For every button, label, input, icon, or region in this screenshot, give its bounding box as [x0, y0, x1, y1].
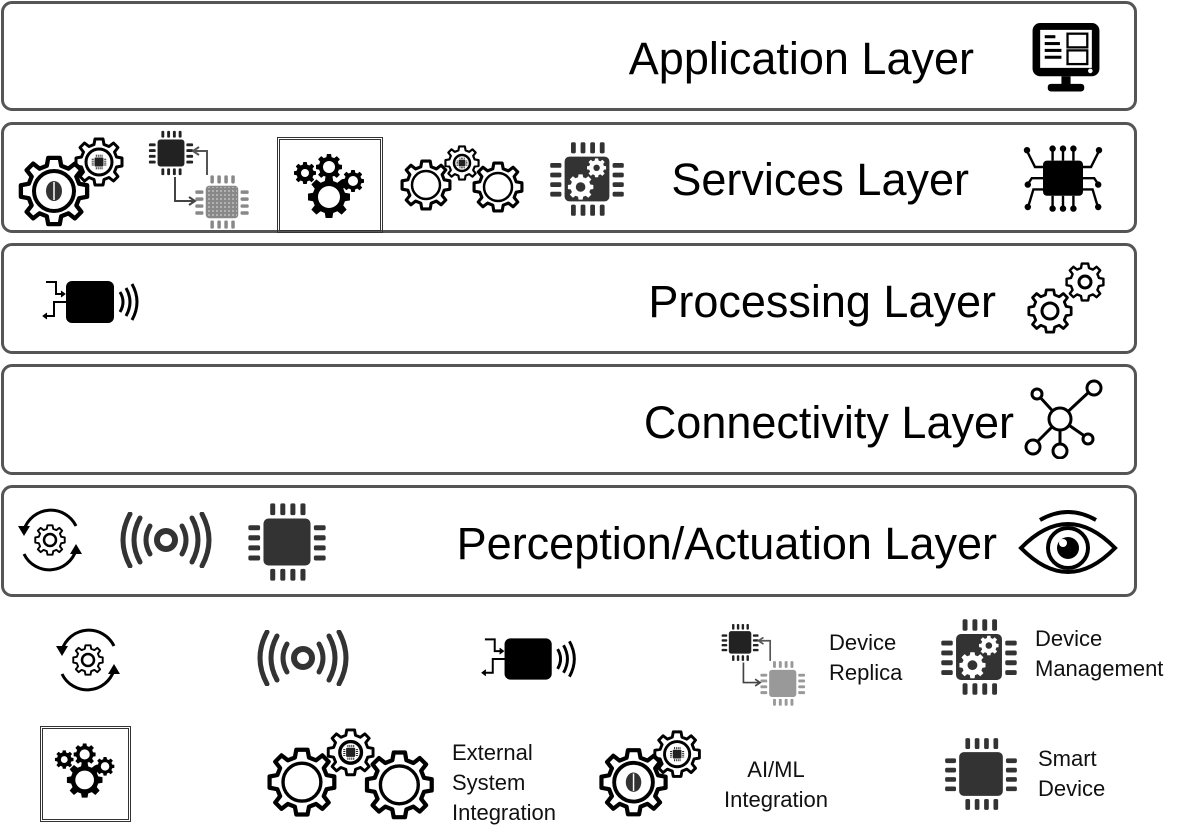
legend-label-line: Device [1038, 776, 1106, 801]
ai-ml-integration-icon [16, 135, 126, 230]
legend-label-device-management: Device Management [1035, 624, 1163, 684]
legend-label-device-replica: Device Replica [829, 628, 902, 688]
device-replica-icon [147, 129, 257, 231]
legend-ai-ml-integration-icon [594, 728, 706, 820]
io-wireless-module-icon [40, 280, 156, 324]
legend-label-line: Smart [1038, 746, 1097, 771]
network-hub-icon [1024, 379, 1106, 459]
legend-label-ai-ml-integration: AI/ML Integration [714, 755, 838, 815]
legend-device-replica-icon [720, 622, 812, 708]
legend-external-system-integration-icon [264, 728, 440, 820]
application-layer: Application Layer [1, 1, 1137, 111]
legend-label-line: Integration [724, 787, 828, 812]
sensor-signal-icon [118, 512, 214, 568]
framed-gears-icon [277, 137, 383, 233]
legend-label-line: Device [1035, 626, 1103, 651]
smart-device-chip-icon [244, 500, 330, 584]
legend-framed-gears-icon [40, 726, 131, 822]
legend-label-external-system-integration: External System Integration [452, 738, 556, 828]
services-layer-title: Services Layer [671, 154, 969, 205]
legend-io-wireless-module-icon [479, 637, 593, 681]
legend-gear-cycle-icon [42, 620, 134, 700]
processing-layer: Processing Layer [1, 243, 1137, 354]
legend-label-line: System [452, 770, 526, 795]
connectivity-layer-title: Connectivity Layer [643, 397, 1014, 448]
legend-device-management-icon [938, 616, 1020, 698]
gears-outline-icon [1025, 260, 1107, 338]
device-management-icon [547, 137, 627, 221]
legend-label-line: Integration [452, 800, 556, 825]
legend-label-line: AI/ML [747, 757, 805, 782]
monitor-dashboard-icon [1027, 20, 1105, 96]
services-layer: Services Layer [1, 122, 1137, 233]
legend-label-line: External [452, 740, 533, 765]
perception-actuation-layer-title: Perception/Actuation Layer [456, 518, 997, 569]
legend-label-smart-device: Smart Device [1038, 744, 1105, 804]
gear-cycle-icon [12, 500, 88, 580]
application-layer-title: Application Layer [628, 33, 974, 84]
perception-actuation-layer: Perception/Actuation Layer [1, 485, 1137, 597]
connectivity-layer: Connectivity Layer [1, 364, 1137, 475]
legend-label-line: Replica [829, 660, 903, 685]
eye-icon [1018, 506, 1118, 578]
processing-layer-title: Processing Layer [648, 276, 996, 327]
legend-sensor-signal-icon [255, 630, 351, 686]
legend-label-line: Device [829, 630, 897, 655]
circuit-chip-icon [1019, 143, 1107, 215]
external-system-integration-icon [400, 145, 526, 213]
legend-smart-device-chip-icon [942, 734, 1020, 814]
legend-label-line: Management [1035, 656, 1164, 681]
